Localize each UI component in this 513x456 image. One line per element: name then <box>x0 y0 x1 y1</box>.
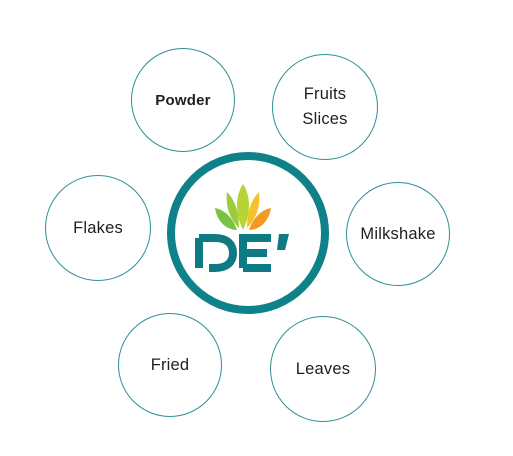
lotus-petal-left-inner <box>226 192 239 228</box>
bubble-label-fruits-slices: Fruits Slices <box>302 85 348 128</box>
bubble-powder: Powder <box>131 48 235 152</box>
bubble-label-fried: Fried <box>150 355 190 374</box>
bubble-milkshake: Milkshake <box>346 182 450 286</box>
bubble-flakes: Flakes <box>45 175 151 281</box>
lotus-petal-right-inner <box>247 192 260 228</box>
bubble-leaves: Leaves <box>270 316 376 422</box>
bubble-label-powder: Powder <box>155 91 211 109</box>
lotus-petal-right-outer <box>249 208 271 230</box>
lotus-petal-center <box>237 184 249 230</box>
lotus-petal-left-outer <box>215 208 237 230</box>
bubble-fruits-slices: Fruits Slices <box>272 54 378 160</box>
logo-apostrophe <box>277 234 289 250</box>
bubble-label-leaves: Leaves <box>295 359 351 378</box>
bubble-fried: Fried <box>118 313 222 417</box>
bubble-label-milkshake: Milkshake <box>360 224 436 243</box>
lotus-logo-icon <box>195 184 289 272</box>
logo-lettering <box>195 234 271 272</box>
center-logo-ring <box>167 152 329 314</box>
bubble-label-flakes: Flakes <box>73 218 123 237</box>
